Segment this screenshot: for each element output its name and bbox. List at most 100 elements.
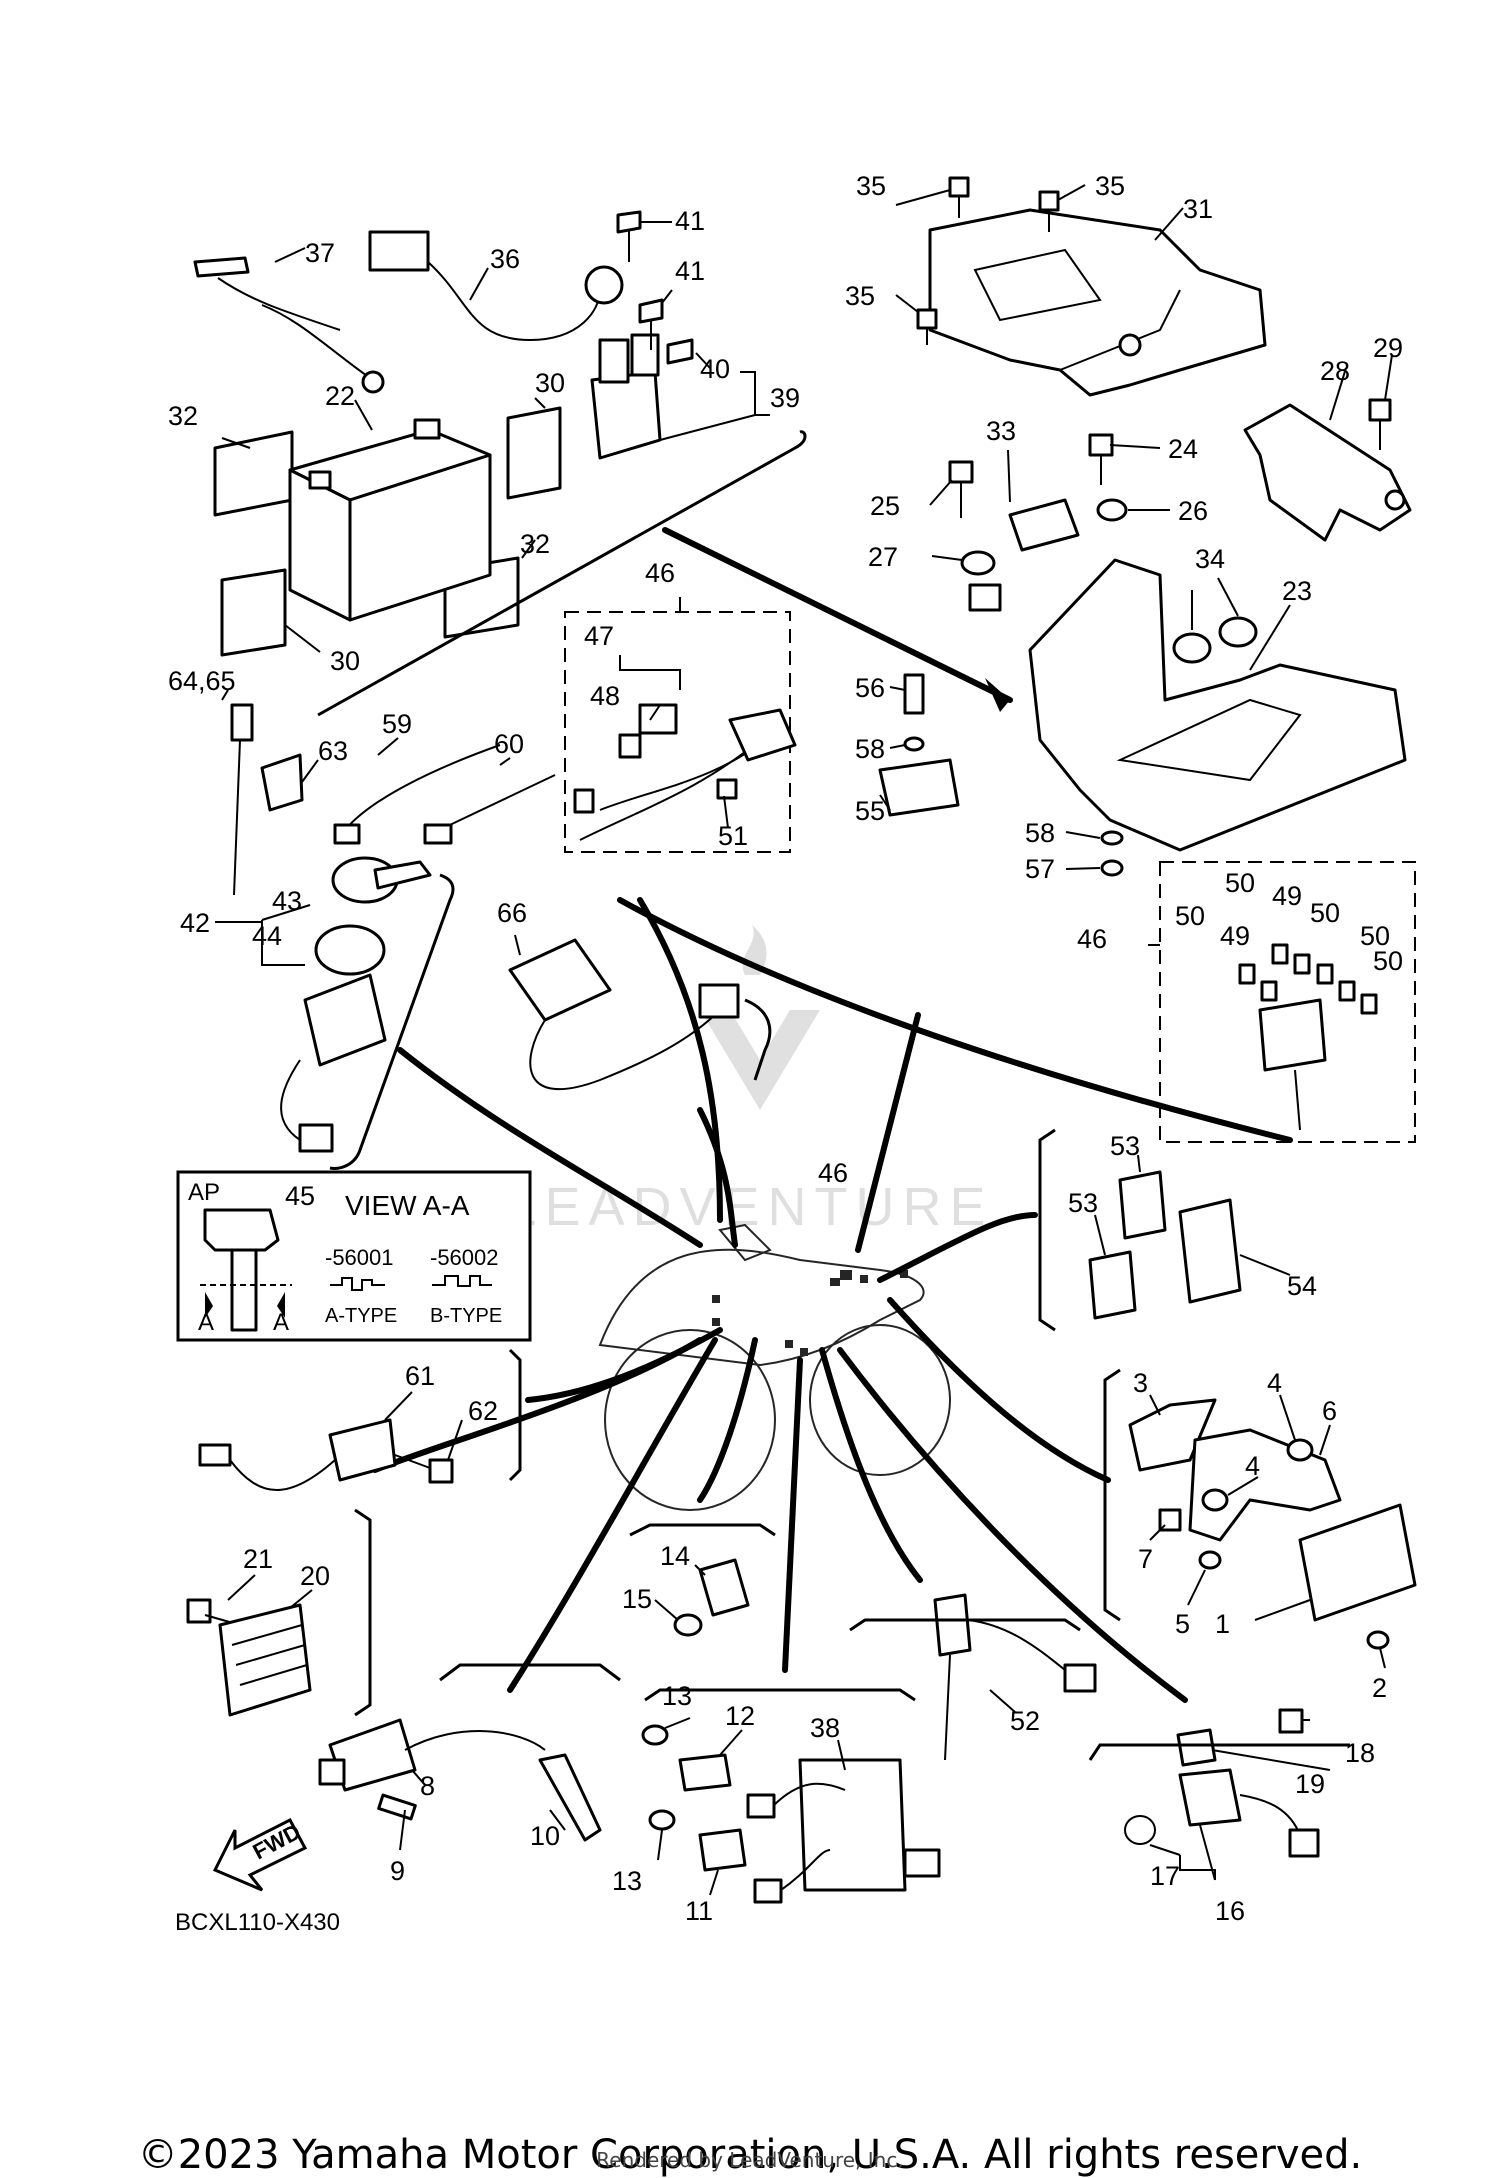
callout-16: 16 xyxy=(1215,1896,1245,1926)
key-profile-b xyxy=(432,1275,492,1287)
sensor-14 xyxy=(698,1558,750,1617)
callout-14: 14 xyxy=(660,1541,690,1571)
callout-46-center: 46 xyxy=(818,1158,848,1188)
callout-53-lower: 53 xyxy=(1068,1188,1098,1218)
sensors-11-12-38 xyxy=(641,1688,941,1904)
section-a-right: A xyxy=(273,1309,289,1336)
bolt-41-top xyxy=(616,210,642,234)
callout-58-lower: 58 xyxy=(1025,818,1055,848)
sensor-52 xyxy=(933,1593,972,1657)
callout-54: 54 xyxy=(1287,1271,1317,1301)
key xyxy=(373,860,432,890)
sensor-61 xyxy=(328,1418,397,1482)
pad-33 xyxy=(1008,498,1080,552)
callout-28: 28 xyxy=(1320,356,1350,386)
callout-6: 6 xyxy=(1322,1396,1337,1426)
callout-44: 44 xyxy=(252,921,282,951)
callout-49-b: 49 xyxy=(1220,921,1250,951)
type-a-label: A-TYPE xyxy=(325,1305,397,1327)
cable-37 xyxy=(217,277,341,331)
bolt-56 xyxy=(903,673,925,715)
callout-53-upper: 53 xyxy=(1110,1131,1140,1161)
callout-29: 29 xyxy=(1373,333,1403,363)
callout-47: 47 xyxy=(584,621,614,651)
band-59 xyxy=(344,744,501,831)
switch-11 xyxy=(698,1828,747,1872)
callout-31: 31 xyxy=(1183,194,1213,224)
callout-61: 61 xyxy=(405,1361,435,1391)
callout-49-a: 49 xyxy=(1272,881,1302,911)
callout-21: 21 xyxy=(243,1544,273,1574)
callout-35-lower: 35 xyxy=(845,281,875,311)
callout-19: 19 xyxy=(1295,1769,1325,1799)
cable-37-terminal xyxy=(193,256,250,278)
callout-50-e: 50 xyxy=(1373,946,1403,976)
callout-56: 56 xyxy=(855,673,885,703)
callout-32-left: 32 xyxy=(168,401,198,431)
callout-64-65: 64,65 xyxy=(168,666,236,696)
fuse-40 xyxy=(666,338,694,365)
bolt-9 xyxy=(377,1793,417,1821)
callout-7: 7 xyxy=(1138,1544,1153,1574)
callout-30-bottom: 30 xyxy=(330,646,360,676)
relay-54 xyxy=(1178,1198,1242,1304)
callout-3: 3 xyxy=(1133,1368,1148,1398)
sensor-66-group xyxy=(508,934,772,1091)
plug-cap-10 xyxy=(538,1753,602,1842)
callout-13-upper: 13 xyxy=(662,1681,692,1711)
callout-41-top: 41 xyxy=(675,206,705,236)
rendered-by-notice: Rendered by LeadVenture, Inc. xyxy=(596,2148,904,2172)
callout-50-a: 50 xyxy=(1225,868,1255,898)
pad-30-right xyxy=(506,406,562,500)
tie-and-clamp-group xyxy=(221,689,556,896)
callout-8: 8 xyxy=(420,1771,435,1801)
callout-48: 48 xyxy=(590,681,620,711)
callout-15: 15 xyxy=(622,1584,652,1614)
callout-12: 12 xyxy=(725,1701,755,1731)
callout-35-left: 35 xyxy=(856,171,886,201)
main-switch-42 xyxy=(303,973,387,1067)
o-ring-17 xyxy=(1124,1815,1156,1845)
relays-group xyxy=(1038,1128,1291,1332)
rectifier-group xyxy=(186,1508,372,1717)
frame-bracket-31 xyxy=(928,208,1267,397)
view-a-a-title: VIEW A-A xyxy=(345,1190,470,1221)
pad-30-bottom xyxy=(220,568,287,657)
callout-30-right: 30 xyxy=(535,368,565,398)
bolt-41-lower xyxy=(638,298,664,324)
callout-50-b: 50 xyxy=(1310,898,1340,928)
callout-9: 9 xyxy=(390,1856,405,1886)
callout-33: 33 xyxy=(986,416,1016,446)
callout-38: 38 xyxy=(810,1713,840,1743)
callout-5: 5 xyxy=(1175,1609,1190,1639)
callout-24: 24 xyxy=(1168,434,1198,464)
bracket-3 xyxy=(1128,1398,1217,1472)
sensor-61-group xyxy=(198,1348,522,1491)
callout-26: 26 xyxy=(1178,496,1208,526)
washer-13-lower xyxy=(648,1809,676,1831)
harness-46-box xyxy=(564,597,797,853)
washer-13-upper xyxy=(641,1724,669,1746)
lead-38 xyxy=(798,1758,907,1892)
clamp-63 xyxy=(260,753,304,812)
bolts-35 xyxy=(916,176,1060,345)
callout-1: 1 xyxy=(1215,1609,1230,1639)
key-45 xyxy=(203,1208,280,1252)
copyright-notice: ©2023 Yamaha Motor Corporation, U.S.A. A… xyxy=(137,2132,1363,2178)
pad-32-left xyxy=(213,430,294,517)
bolt-62 xyxy=(428,1458,454,1484)
callout-17: 17 xyxy=(1150,1861,1180,1891)
callout-42: 42 xyxy=(180,908,210,938)
callout-36: 36 xyxy=(490,244,520,274)
ap-label: AP xyxy=(188,1179,220,1206)
clamp-19 xyxy=(1176,1728,1217,1767)
battery-box-23 xyxy=(1028,558,1407,852)
ecu-group xyxy=(1103,1368,1417,1669)
rectifier-20 xyxy=(218,1603,312,1717)
callout-23: 23 xyxy=(1282,576,1312,606)
bolt-2 xyxy=(1366,1630,1390,1650)
callout-27: 27 xyxy=(868,542,898,572)
damper-4-upper xyxy=(1286,1438,1314,1462)
key-view-box: AP 45 A A VIEW A-A -56001 -56002 A-TYPE … xyxy=(176,1170,532,1342)
main-switch-group xyxy=(215,856,455,1170)
